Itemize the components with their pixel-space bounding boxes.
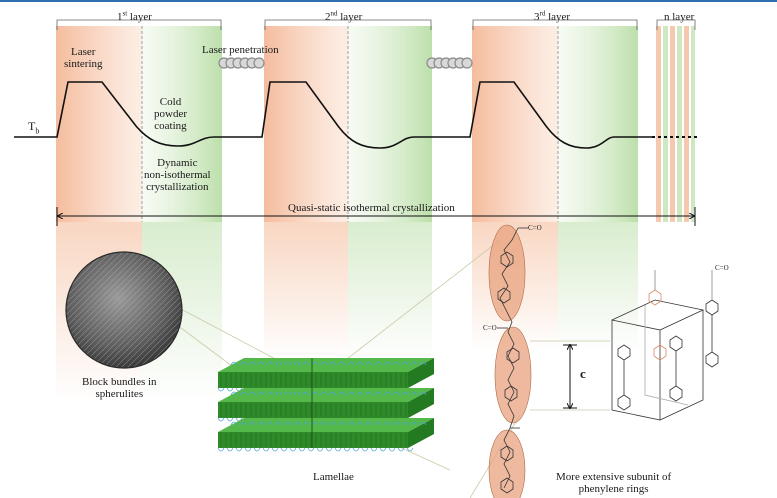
quasi-static-label: Quasi-static isothermal crystallization (288, 202, 455, 214)
layer-1-label: 1st layer (117, 9, 152, 23)
temperature-curve (14, 81, 652, 149)
c-axis-label: c (580, 366, 586, 381)
layer-n-label: n layer (664, 11, 695, 23)
carbonyl-label-2: C=O (483, 324, 497, 332)
spherulite-image (65, 251, 183, 369)
lamellae-label: Lamellae (313, 471, 354, 483)
lamellae-stack (217, 358, 434, 452)
lamella-side-face (408, 388, 434, 418)
layer-3-label: 3rd layer (534, 9, 571, 23)
layer-2-band (264, 26, 432, 362)
carbonyl-label-1: C=O (528, 224, 542, 232)
laser-penetration-label: Laser penetration (202, 44, 279, 56)
top-rule (0, 0, 777, 2)
carbonyl-label-3: C=O (715, 264, 729, 272)
lamella-side-face (408, 358, 434, 388)
c-axis-arrow (563, 345, 577, 408)
chain-ellipses (488, 224, 532, 498)
layer-brackets (56, 19, 696, 30)
lamella-top-face (218, 418, 434, 432)
layer-2-label: 2nd layer (325, 9, 363, 23)
lamella-front-face (218, 402, 408, 418)
lamella-side-face (408, 418, 434, 448)
layer-n-band (656, 26, 695, 222)
lamella-front-face (218, 372, 408, 388)
polymer-chain (497, 227, 528, 494)
lamella-top-face (218, 388, 434, 402)
lamella-front-face (218, 432, 408, 448)
lamella-top-face (218, 358, 434, 372)
chain-fold-loops (217, 421, 427, 452)
laser-penetration-spring-1 (218, 57, 265, 69)
quasi-static-arrow (56, 207, 696, 226)
unit-cell-lattice (611, 270, 719, 421)
laser-penetration-spring-2 (426, 57, 473, 69)
layer-1-band (56, 26, 222, 402)
tb-label: Tb (28, 119, 40, 136)
